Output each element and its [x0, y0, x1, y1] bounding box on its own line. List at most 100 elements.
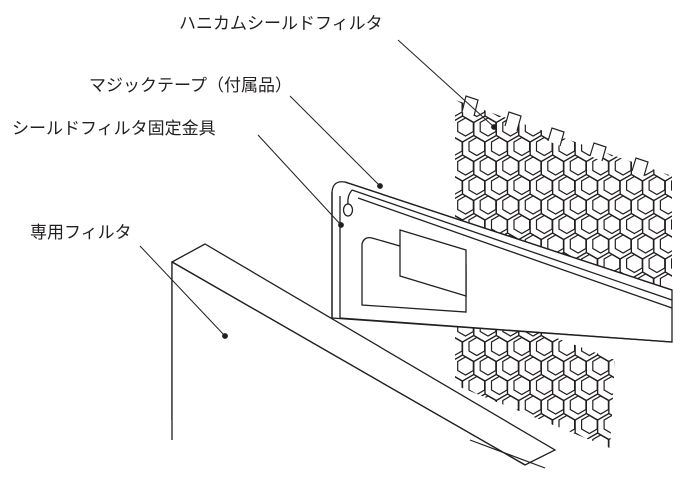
honeycomb-cell	[676, 233, 687, 259]
honeycomb-cell-inner	[615, 196, 631, 214]
honeycomb-cell-inner	[649, 255, 665, 273]
leader-bracket-dot	[339, 223, 344, 228]
honeycomb-cell-inner	[548, 196, 564, 214]
honeycomb-cell	[541, 77, 564, 103]
honeycomb-cell	[631, 77, 654, 103]
honeycomb-cell	[575, 97, 598, 123]
honeycomb-cell	[665, 136, 687, 162]
honeycomb-cell-inner	[514, 338, 530, 356]
honeycomb-cell-inner	[570, 118, 586, 136]
honeycomb-cell-inner	[559, 338, 575, 356]
dedicated-filter-bottom-edge	[470, 440, 545, 468]
honeycomb-cell-inner	[458, 157, 474, 175]
honeycomb-cell-inner	[683, 196, 687, 214]
honeycomb-cell	[586, 77, 609, 103]
honeycomb-cell-inner	[570, 79, 586, 97]
honeycomb-cell-inner	[615, 157, 631, 175]
honeycomb-cell-inner	[604, 416, 620, 434]
honeycomb-cell-inner	[548, 79, 564, 97]
dedicated-filter-face	[172, 262, 525, 475]
leader-filter	[140, 246, 225, 336]
honeycomb-cell-inner	[548, 357, 564, 375]
leader-filter-dot	[223, 334, 228, 339]
honeycomb-cell-inner	[649, 216, 665, 234]
honeycomb-cell-inner	[660, 196, 676, 214]
honeycomb-cell-inner	[458, 79, 474, 97]
honeycomb-cell	[609, 433, 632, 459]
honeycomb-cell-inner	[548, 396, 564, 414]
honeycomb-cell-inner	[615, 118, 631, 136]
honeycomb-cell-inner	[503, 396, 519, 414]
honeycomb-cell-inner	[593, 196, 609, 214]
honeycomb-cell-inner	[435, 357, 451, 375]
honeycomb-cell	[519, 77, 542, 103]
honeycomb-cell	[654, 116, 677, 142]
honeycomb-cell-inner	[525, 157, 541, 175]
honeycomb-cell	[676, 311, 687, 337]
honeycomb-cell-inner	[638, 235, 654, 253]
honeycomb-cell-inner	[672, 99, 687, 117]
honeycomb-cell-inner	[604, 216, 620, 234]
honeycomb-cell-inner	[503, 157, 519, 175]
honeycomb-cell-inner	[593, 435, 609, 453]
honeycomb-cell-inner	[469, 138, 485, 156]
honeycomb-cell-inner	[537, 99, 553, 117]
honeycomb-cell-inner	[638, 118, 654, 136]
honeycomb-cell-inner	[469, 177, 485, 195]
honeycomb-cell	[586, 116, 609, 142]
honeycomb-cell	[676, 116, 687, 142]
honeycomb-cell-inner	[447, 138, 463, 156]
honeycomb-cell-inner	[537, 216, 553, 234]
honeycomb-cell-inner	[582, 338, 598, 356]
honeycomb-cell-inner	[672, 177, 687, 195]
honeycomb-cell	[564, 116, 587, 142]
honeycomb-cell-inner	[435, 79, 451, 97]
honeycomb-cell-inner	[514, 99, 530, 117]
honeycomb-cell-inner	[627, 216, 643, 234]
honeycomb-cell-inner	[582, 416, 598, 434]
leader-tape	[290, 96, 380, 186]
honeycomb-cell-inner	[469, 377, 485, 395]
honeycomb-cell-inner	[469, 338, 485, 356]
honeycomb-cell	[429, 77, 452, 103]
honeycomb-cell	[676, 194, 687, 220]
honeycomb-cell-inner	[593, 79, 609, 97]
honeycomb-cell	[429, 155, 452, 181]
honeycomb-cell-inner	[503, 357, 519, 375]
honeycomb-cell-inner	[525, 196, 541, 214]
honeycomb-cell-inner	[480, 357, 496, 375]
honeycomb-cell-inner	[604, 377, 620, 395]
honeycomb-cell-inner	[638, 196, 654, 214]
honeycomb-cell-inner	[458, 196, 474, 214]
honeycomb-top-fins	[462, 96, 648, 176]
honeycomb-cell	[609, 77, 632, 103]
label-shield-filter-fixing-bracket: シールドフィルタ固定金具	[12, 119, 216, 139]
label-dedicated-filter: 専用フィルタ	[30, 223, 132, 243]
honeycomb-cell-inner	[480, 157, 496, 175]
honeycomb-cell	[609, 116, 632, 142]
honeycomb-cell-inner	[559, 377, 575, 395]
honeycomb-cell-inner	[593, 235, 609, 253]
honeycomb-cell-inner	[593, 118, 609, 136]
leader-bracket	[258, 135, 341, 225]
honeycomb-cell-inner	[672, 138, 687, 156]
honeycomb-cell-inner	[492, 377, 508, 395]
honeycomb-cell-inner	[660, 235, 676, 253]
honeycomb-cell-inner	[435, 118, 451, 136]
honeycomb-cell	[631, 116, 654, 142]
honeycomb-cell-inner	[447, 338, 463, 356]
honeycomb-cell-inner	[537, 177, 553, 195]
honeycomb-cell	[553, 97, 576, 123]
honeycomb-cell-inner	[514, 377, 530, 395]
honeycomb-cell-inner	[683, 235, 687, 253]
honeycomb-cell-inner	[604, 138, 620, 156]
honeycomb-cell-inner	[672, 216, 687, 234]
honeycomb-cell-inner	[582, 216, 598, 234]
honeycomb-cell-inner	[503, 196, 519, 214]
honeycomb-cell-inner	[447, 99, 463, 117]
honeycomb-cell-inner	[537, 416, 553, 434]
honeycomb-cell-inner	[525, 118, 541, 136]
honeycomb-cell-inner	[570, 235, 586, 253]
honeycomb-cell-inner	[582, 177, 598, 195]
honeycomb-cell-inner	[514, 216, 530, 234]
